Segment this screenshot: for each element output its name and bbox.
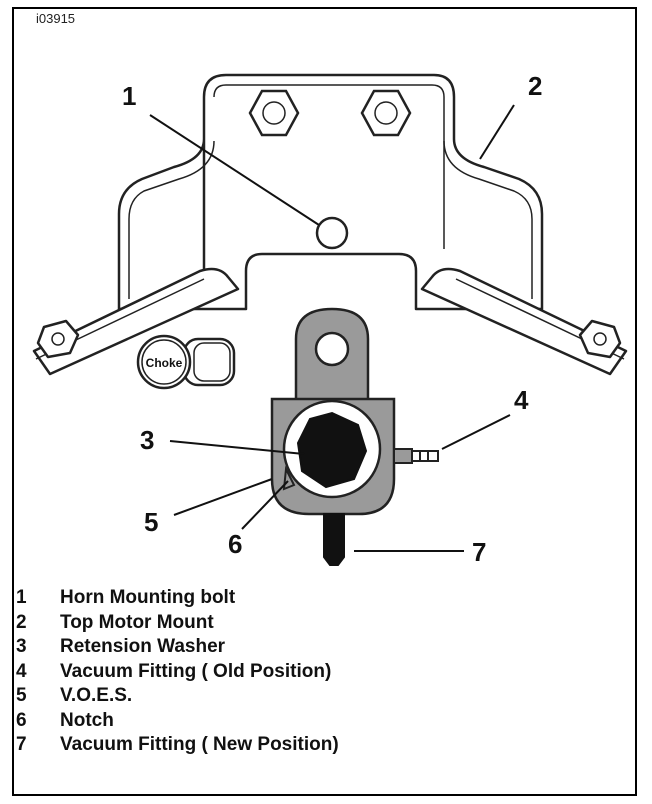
legend-text: Retension Washer: [60, 636, 226, 658]
legend-text: Top Motor Mount: [60, 611, 214, 633]
legend-item: 2 Top Motor Mount: [16, 611, 339, 636]
vacuum-fitting-old: [393, 448, 439, 464]
horn-mounting-bolt: [315, 216, 349, 250]
callout-6: 6: [228, 529, 242, 559]
legend-item: 5 V.O.E.S.: [16, 684, 339, 709]
legend-text: Vacuum Fitting ( Old Position): [60, 660, 332, 682]
choke-knob: [136, 334, 236, 390]
legend-number: 4: [16, 660, 27, 682]
legend-item: 6 Notch: [16, 709, 339, 734]
legend-number: 7: [16, 734, 27, 756]
hex-nut: [296, 411, 368, 489]
legend-item: 3 Retension Washer: [16, 635, 339, 660]
legend-item: 4 Vacuum Fitting ( Old Position): [16, 660, 339, 685]
callout-2: 2: [528, 71, 542, 101]
callout-5: 5: [144, 507, 158, 537]
figure-frame: i03915: [12, 7, 637, 796]
callout-7: 7: [472, 537, 486, 567]
callout-4: 4: [514, 385, 529, 415]
callout-1: 1: [122, 81, 136, 111]
side-flanges: [32, 267, 628, 376]
choke-label: Choke: [146, 356, 183, 370]
tab-bolt-hole: [314, 331, 350, 367]
callout-3: 3: [140, 425, 154, 455]
legend-text: V.O.E.S.: [60, 685, 133, 707]
legend: 1 Horn Mounting bolt 2 Top Motor Mount 3…: [16, 586, 339, 758]
legend-item: 1 Horn Mounting bolt: [16, 586, 339, 611]
legend-item: 7 Vacuum Fitting ( New Position): [16, 733, 339, 758]
legend-number: 3: [16, 636, 27, 658]
legend-number: 1: [16, 587, 27, 609]
legend-number: 6: [16, 709, 27, 731]
motor-mount-illustration: Choke 1: [32, 71, 628, 567]
top-hex-bolts: [248, 89, 412, 137]
legend-number: 2: [16, 611, 27, 633]
top-motor-mount: [117, 73, 544, 311]
legend-number: 5: [16, 685, 27, 707]
legend-text: Notch: [60, 709, 114, 731]
vacuum-fitting-new: [323, 513, 345, 566]
figure-id: i03915: [36, 11, 76, 26]
leader-lines: [149, 104, 515, 552]
legend-text: Horn Mounting bolt: [60, 587, 236, 609]
legend-text: Vacuum Fitting ( New Position): [60, 734, 339, 756]
